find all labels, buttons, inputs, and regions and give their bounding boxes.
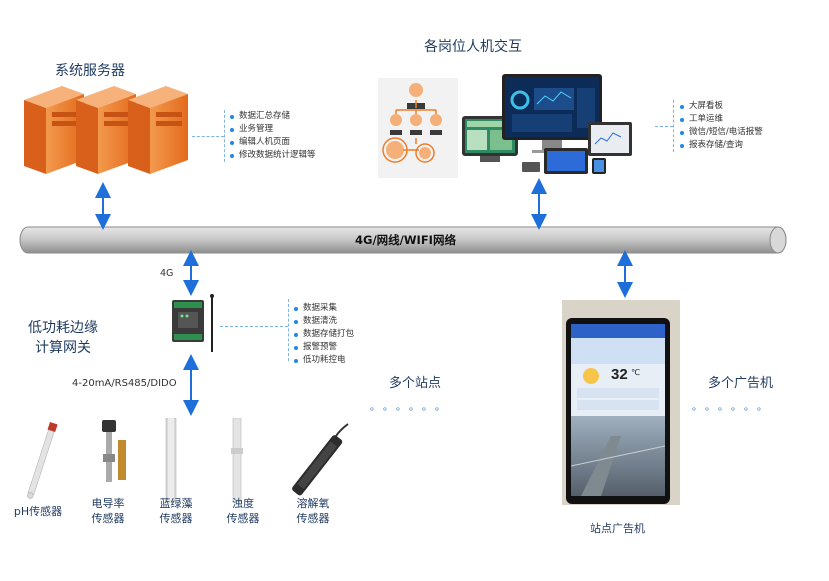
sensor-label-line: 浊度 (232, 497, 254, 510)
kiosk-banner (571, 338, 665, 364)
server-connector (192, 136, 224, 137)
sensor-label-line: pH传感器 (13, 505, 63, 518)
ads-label: 多个广告机 (708, 376, 774, 391)
hmi-title: 各岗位人机交互 (424, 39, 522, 55)
gateway-title-line: 计算网关 (35, 340, 91, 356)
dissolved-oxygen-sensor-image (292, 423, 349, 496)
hmi-bullet: 微信/短信/电话报警 (680, 126, 763, 139)
sensor-label-line: 溶解氧 (296, 497, 330, 510)
sensor-label-line: 蓝绿藻 (159, 497, 193, 510)
kiosk-frame: 32 ℃ (566, 318, 670, 504)
gateway-title-line: 低功耗边缘 (28, 320, 98, 336)
stations-dots: 。。。。。。 (370, 402, 453, 413)
server-box-2 (76, 86, 136, 174)
server-bullet: 修改数据统计逻辑等 (230, 149, 316, 162)
sun-icon (583, 368, 599, 384)
kiosk-temperature-unit: ℃ (631, 368, 640, 377)
kiosk-screen: 32 ℃ (571, 324, 665, 496)
network-label: 4G/网线/WIFI网络 (355, 233, 456, 247)
kiosk-photo: 32 ℃ (562, 300, 680, 505)
sensor-images (27, 418, 349, 503)
server-bullet: 数据汇总存储 (230, 110, 316, 123)
gateway-bullet: 数据存储打包 (294, 328, 354, 341)
downlink-label: 4-20mA/RS485/DIDO (72, 378, 177, 389)
uplink-label: 4G (160, 268, 174, 279)
hmi-bullet: 工单运维 (680, 113, 763, 126)
kiosk-caption: 站点广告机 (590, 522, 645, 535)
gateway-bullet: 报警预警 (294, 341, 354, 354)
sensor-label-line: 传感器 (159, 512, 193, 525)
hmi-bullet-list: 大屏看板 工单运维 微信/短信/电话报警 报表存储/查询 (680, 100, 763, 152)
sensor-label-conductivity: 电导率 传感器 (83, 496, 133, 526)
server-box-3 (128, 86, 188, 174)
ph-sensor-image (27, 422, 58, 499)
hmi-brace (673, 100, 674, 152)
algae-sensor-image (165, 418, 177, 503)
gateway-connector (220, 326, 288, 327)
gateway-bullet: 数据清洗 (294, 315, 354, 328)
gateway-title: 低功耗边缘 计算网关 (28, 318, 98, 358)
ads-dots: 。。。。。。 (692, 402, 775, 413)
sensor-label-line: 传感器 (91, 512, 125, 525)
kiosk-info-row (577, 400, 659, 410)
kiosk-info-row (577, 388, 659, 398)
sensor-label-dissolved-oxygen: 溶解氧 传感器 (288, 496, 338, 526)
hmi-bullet: 大屏看板 (680, 100, 763, 113)
sensor-label-turbidity: 浊度 传感器 (218, 496, 268, 526)
kiosk-video (571, 416, 665, 496)
server-title: 系统服务器 (55, 63, 125, 79)
hmi-connector (655, 126, 673, 127)
sensor-label-line: 传感器 (296, 512, 330, 525)
gateway-device-image (172, 294, 214, 352)
gateway-bullet: 低功耗控电 (294, 354, 354, 367)
server-box-1 (24, 86, 84, 174)
sensor-label-line: 电导率 (91, 497, 125, 510)
hmi-devices-image (462, 74, 632, 174)
server-rack-image (24, 86, 188, 174)
server-bullet: 编辑人机页面 (230, 136, 316, 149)
hmi-bullet: 报表存储/查询 (680, 139, 763, 152)
org-chart-image (378, 78, 458, 178)
gateway-brace (288, 299, 289, 361)
kiosk-temperature: 32 (611, 366, 628, 383)
conductivity-sensor-image (102, 420, 126, 482)
gateway-bullet-list: 数据采集 数据清洗 数据存储打包 报警预警 低功耗控电 (294, 302, 354, 367)
server-bullet: 业务管理 (230, 123, 316, 136)
kiosk-header-bar (571, 324, 665, 338)
server-brace (224, 110, 225, 162)
sensor-label-algae: 蓝绿藻 传感器 (151, 496, 201, 526)
turbidity-sensor-image (231, 418, 243, 503)
sensor-label-ph: pH传感器 (12, 504, 64, 519)
stations-label: 多个站点 (389, 376, 442, 391)
network-pipe (19, 226, 787, 254)
gateway-bullet: 数据采集 (294, 302, 354, 315)
sensor-label-line: 传感器 (226, 512, 260, 525)
server-bullet-list: 数据汇总存储 业务管理 编辑人机页面 修改数据统计逻辑等 (230, 110, 316, 162)
